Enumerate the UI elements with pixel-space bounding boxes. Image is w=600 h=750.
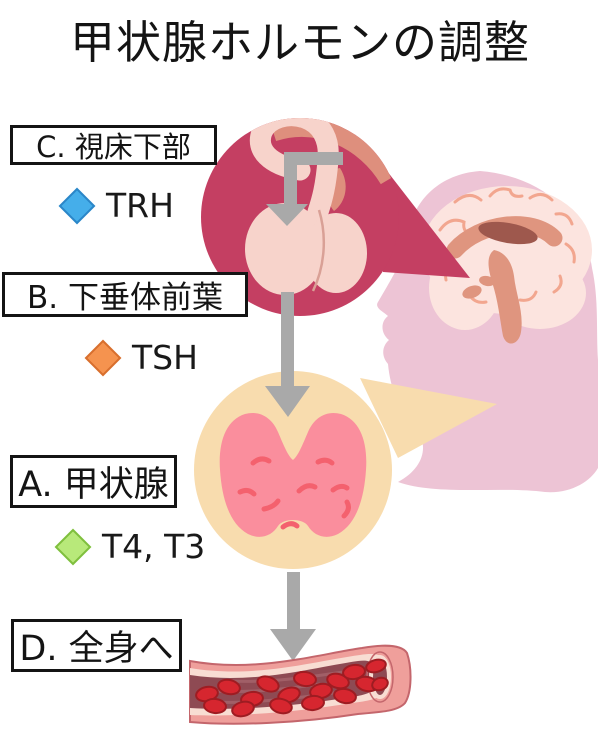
trh-row: TRH xyxy=(58,186,174,225)
trh-label: TRH xyxy=(106,186,174,225)
arrow-pituitary-to-thyroid-icon xyxy=(265,292,310,417)
t4-t3-row: T4, T3 xyxy=(54,527,205,566)
hypothalamus-box: C. 視床下部 xyxy=(10,125,217,165)
thyroid-bubble xyxy=(194,371,497,569)
green-diamond-icon xyxy=(54,528,92,565)
thyroid-box: A. 甲状腺 xyxy=(10,455,177,508)
anterior-pituitary-box: B. 下垂体前葉 xyxy=(2,272,248,317)
thyroid-gland-illustration xyxy=(219,412,367,537)
t4-t3-label: T4, T3 xyxy=(102,527,206,566)
blood-vessel-illustration xyxy=(189,644,412,725)
arrow-thyroid-to-blood-icon xyxy=(270,572,316,661)
red-blood-cells xyxy=(195,658,389,718)
orange-diamond-icon xyxy=(84,339,122,376)
page-title: 甲状腺ホルモンの調整 xyxy=(69,16,530,69)
hypothalamus-label: C. 視床下部 xyxy=(36,130,191,164)
tsh-row: TSH xyxy=(84,338,198,377)
tsh-label: TSH xyxy=(132,338,198,377)
arrow-hypothalamus-to-pituitary-icon xyxy=(266,152,343,226)
anterior-pituitary-label: B. 下垂体前葉 xyxy=(27,280,223,316)
whole-body-box: D. 全身へ xyxy=(11,619,182,672)
whole-body-label: D. 全身へ xyxy=(19,629,174,669)
blue-diamond-icon xyxy=(58,187,96,224)
thyroid-label: A. 甲状腺 xyxy=(18,465,169,505)
